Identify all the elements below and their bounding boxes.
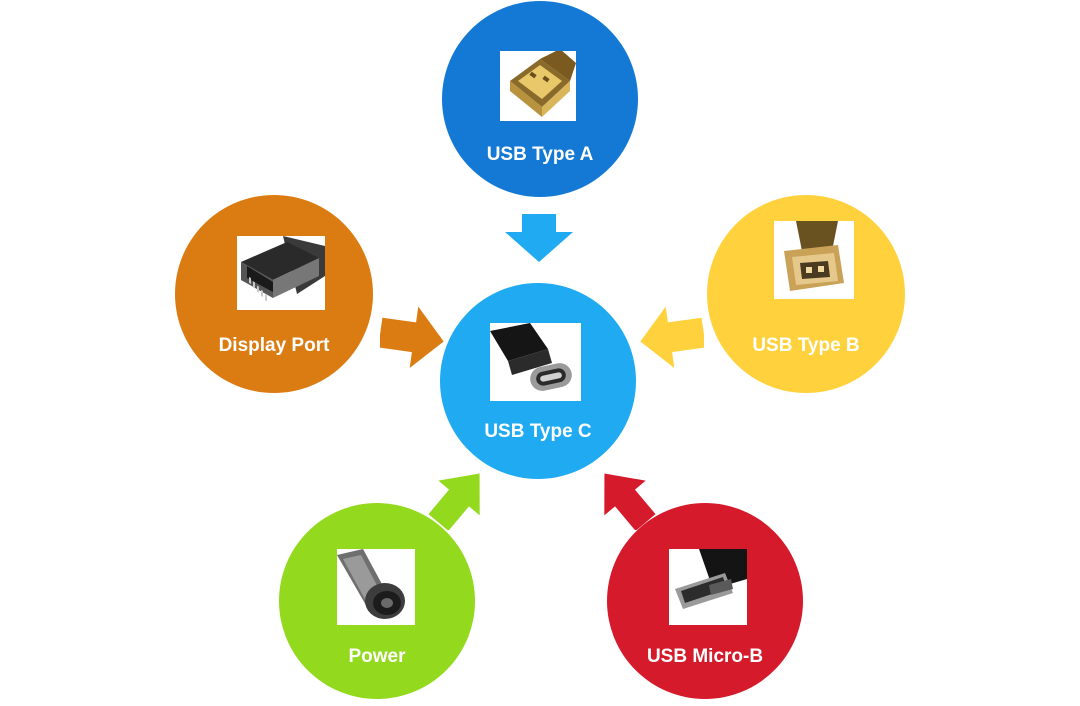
display-port-node: Display Port	[175, 195, 373, 393]
usb-type-b-node: USB Type B	[707, 195, 905, 393]
power-node: Power	[279, 503, 475, 699]
usb-type-b-label: USB Type B	[752, 335, 860, 356]
usb-micro-b-connector-icon	[669, 549, 747, 625]
usb-type-c-node: USB Type C	[440, 283, 636, 479]
display-port-label: Display Port	[218, 335, 330, 356]
usb-type-b-connector-icon	[774, 221, 854, 299]
arrow-from-usb-type-b	[640, 306, 704, 368]
arrow-from-usb-micro-b	[590, 460, 660, 530]
display-port-connector-icon	[237, 236, 325, 310]
usb-micro-b-node: USB Micro-B	[607, 503, 803, 699]
usb-type-a-node: USB Type A	[442, 1, 638, 197]
usb-type-a-label: USB Type A	[486, 144, 594, 165]
arrow-from-usb-type-a	[505, 214, 573, 262]
usb-micro-b-label: USB Micro-B	[646, 646, 764, 667]
usb-type-a-connector-icon	[500, 51, 576, 121]
arrow-from-display-port	[380, 306, 444, 368]
power-label: Power	[348, 646, 406, 667]
usb-type-c-label: USB Type C	[484, 421, 592, 442]
arrow-from-power	[424, 460, 494, 530]
power-barrel-connector-icon	[337, 549, 415, 625]
usb-type-c-connector-icon	[490, 323, 581, 401]
